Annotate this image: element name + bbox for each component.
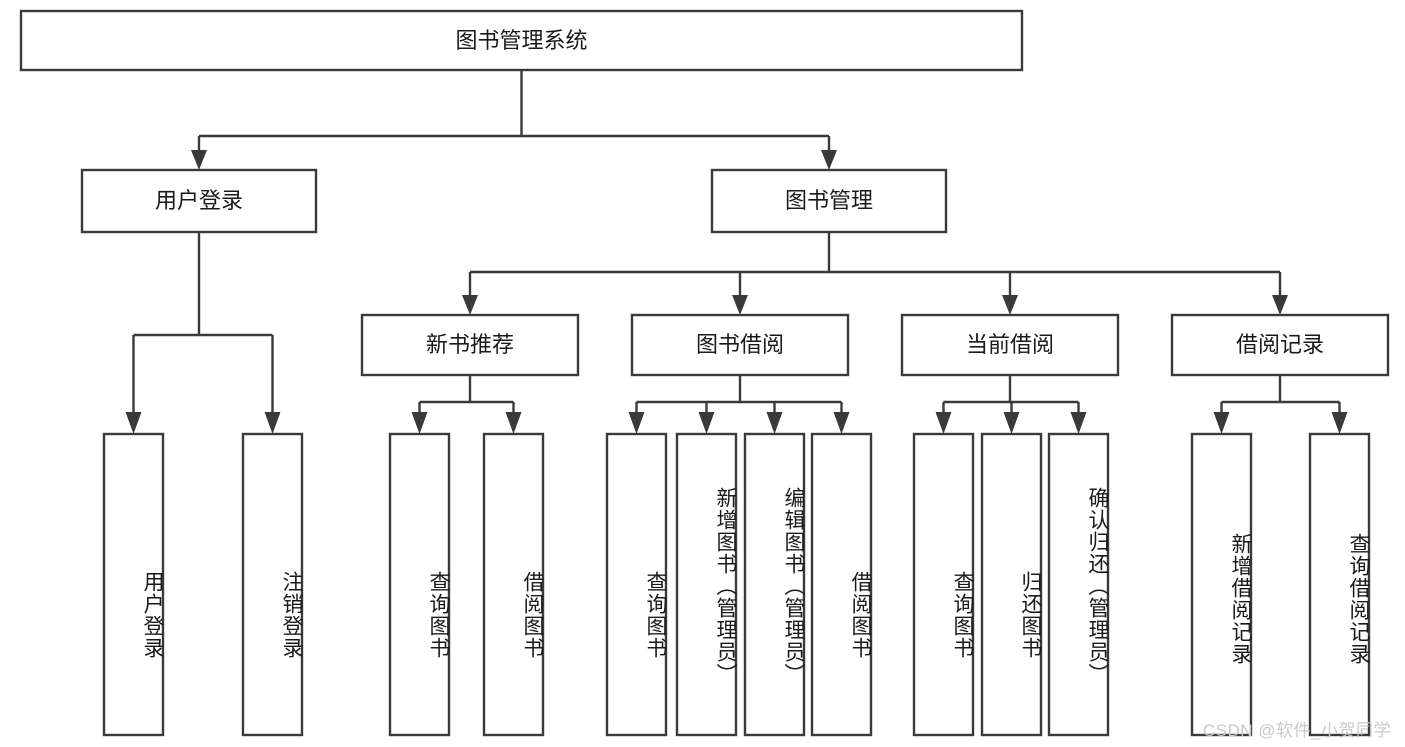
node-leaf-add-record[interactable] bbox=[1190, 432, 1253, 737]
node-leaf-query-book-2[interactable] bbox=[605, 432, 668, 737]
node-new-book-recommend[interactable] bbox=[360, 313, 580, 377]
arrowhead-leaf-borrow-book-2 bbox=[833, 412, 850, 434]
arrowhead-leaf-edit-book bbox=[766, 412, 783, 434]
arrowhead-new-book-recommend bbox=[462, 295, 478, 315]
node-leaf-add-book[interactable] bbox=[675, 432, 738, 737]
node-book-manage-label: 图书管理 bbox=[785, 188, 873, 213]
node-leaf-borrow-book-2[interactable] bbox=[810, 432, 873, 737]
node-new-book-recommend-label: 新书推荐 bbox=[426, 332, 514, 357]
arrowhead-book-manage bbox=[821, 150, 837, 170]
node-leaf-confirm-return[interactable] bbox=[1047, 432, 1110, 737]
node-leaf-query-record[interactable] bbox=[1308, 432, 1371, 737]
node-current-borrow[interactable] bbox=[900, 313, 1120, 377]
arrowhead-leaf-query-book-2 bbox=[628, 412, 645, 434]
arrowhead-leaf-confirm-return bbox=[1070, 412, 1087, 434]
arrowhead-leaf-query-book-1 bbox=[411, 412, 428, 434]
node-borrow-record-label: 借阅记录 bbox=[1236, 332, 1324, 357]
arrowhead-leaf-add-record bbox=[1213, 412, 1230, 434]
arrowhead-leaf-logout bbox=[264, 412, 281, 434]
connector-layer bbox=[125, 70, 1348, 434]
node-book-borrow-label: 图书借阅 bbox=[696, 332, 784, 357]
node-user-login-label: 用户登录 bbox=[155, 188, 243, 213]
arrowhead-leaf-query-book-3 bbox=[935, 412, 952, 434]
node-root[interactable] bbox=[19, 9, 1024, 72]
node-leaf-return-book[interactable] bbox=[980, 432, 1043, 737]
arrowhead-leaf-return-book bbox=[1003, 412, 1020, 434]
arrowhead-leaf-user-login bbox=[125, 412, 142, 434]
node-user-login[interactable] bbox=[80, 168, 318, 234]
node-current-borrow-label: 当前借阅 bbox=[966, 332, 1054, 357]
arrowhead-current-borrow bbox=[1002, 295, 1018, 315]
node-book-manage[interactable] bbox=[710, 168, 948, 234]
node-leaf-user-login[interactable] bbox=[102, 432, 165, 737]
arrowhead-user-login bbox=[191, 150, 207, 170]
arrowhead-book-borrow bbox=[732, 295, 748, 315]
node-leaf-borrow-book-1[interactable] bbox=[482, 432, 545, 737]
csdn-watermark: CSDN @软件_小贺同学 bbox=[1202, 721, 1391, 740]
arrowhead-leaf-query-record bbox=[1331, 412, 1348, 434]
node-root-label: 图书管理系统 bbox=[455, 28, 587, 53]
arrowhead-leaf-add-book bbox=[698, 412, 715, 434]
node-leaf-logout[interactable] bbox=[241, 432, 304, 737]
node-layer: 图书管理系统 用户登录 图书管理 新书推荐 图书借阅 当前借阅 借阅记录 bbox=[19, 9, 1390, 737]
node-leaf-edit-book[interactable] bbox=[743, 432, 806, 737]
arrowhead-leaf-borrow-book-1 bbox=[505, 412, 522, 434]
node-leaf-query-book-1[interactable] bbox=[388, 432, 451, 737]
arrowhead-borrow-record bbox=[1272, 295, 1288, 315]
node-borrow-record[interactable] bbox=[1170, 313, 1390, 377]
node-leaf-query-book-3[interactable] bbox=[912, 432, 975, 737]
node-book-borrow[interactable] bbox=[630, 313, 850, 377]
